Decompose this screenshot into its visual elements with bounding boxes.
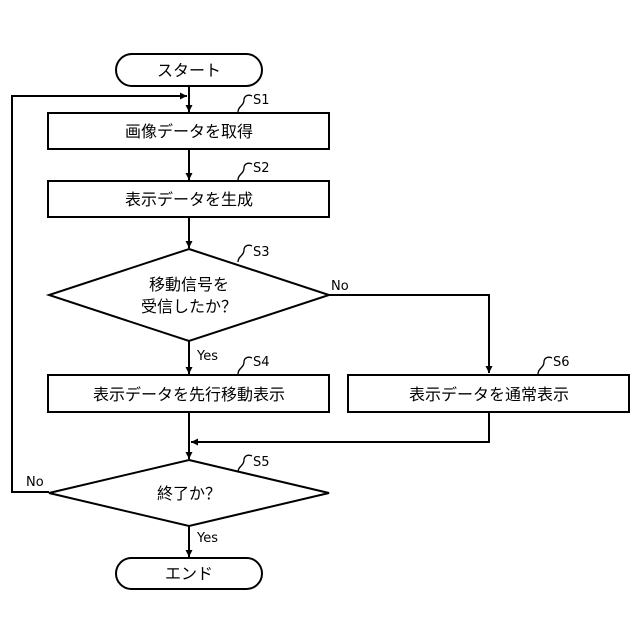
end-label: エンド bbox=[165, 564, 213, 583]
step-s6-text: 表示データを通常表示 bbox=[409, 385, 569, 404]
step-s1: 画像データを取得 bbox=[48, 113, 329, 149]
step-s3-text-line2: 受信したか？ bbox=[141, 297, 237, 316]
step-s4-id: S4 bbox=[253, 355, 270, 370]
step-s5-id: S5 bbox=[253, 455, 270, 470]
step-s3-id: S3 bbox=[253, 245, 270, 260]
connector-s6-merge bbox=[191, 412, 489, 442]
step-s3-tag: S3 bbox=[238, 245, 270, 262]
start-terminal: スタート bbox=[116, 54, 262, 86]
branch-s5-yes: Yes bbox=[196, 531, 218, 546]
start-label: スタート bbox=[157, 61, 221, 80]
step-s2-id: S2 bbox=[253, 161, 270, 176]
branch-s3-no: No bbox=[331, 279, 349, 294]
step-s6-id: S6 bbox=[553, 355, 570, 370]
step-s5-text: 終了か？ bbox=[157, 484, 221, 503]
step-s1-id: S1 bbox=[253, 93, 270, 108]
step-s6-tag: S6 bbox=[538, 355, 570, 374]
connector-s3-no-s6 bbox=[329, 295, 489, 373]
step-s1-text: 画像データを取得 bbox=[125, 122, 253, 141]
step-s4-text: 表示データを先行移動表示 bbox=[93, 385, 285, 404]
step-s3-text-line1: 移動信号を bbox=[149, 275, 229, 294]
step-s4: 表示データを先行移動表示 bbox=[48, 375, 329, 412]
step-s2: 表示データを生成 bbox=[48, 181, 329, 217]
step-s6: 表示データを通常表示 bbox=[348, 375, 629, 412]
step-s3: 移動信号を 受信したか？ bbox=[49, 249, 329, 341]
step-s5: 終了か？ bbox=[49, 460, 329, 526]
step-s2-text: 表示データを生成 bbox=[125, 190, 253, 209]
step-s5-tag: S5 bbox=[238, 455, 270, 472]
step-s4-tag: S4 bbox=[238, 355, 270, 374]
branch-s3-yes: Yes bbox=[196, 349, 218, 364]
branch-s5-no: No bbox=[26, 475, 44, 490]
step-s2-tag: S2 bbox=[238, 161, 270, 180]
end-terminal: エンド bbox=[116, 558, 262, 589]
step-s1-tag: S1 bbox=[238, 93, 270, 112]
